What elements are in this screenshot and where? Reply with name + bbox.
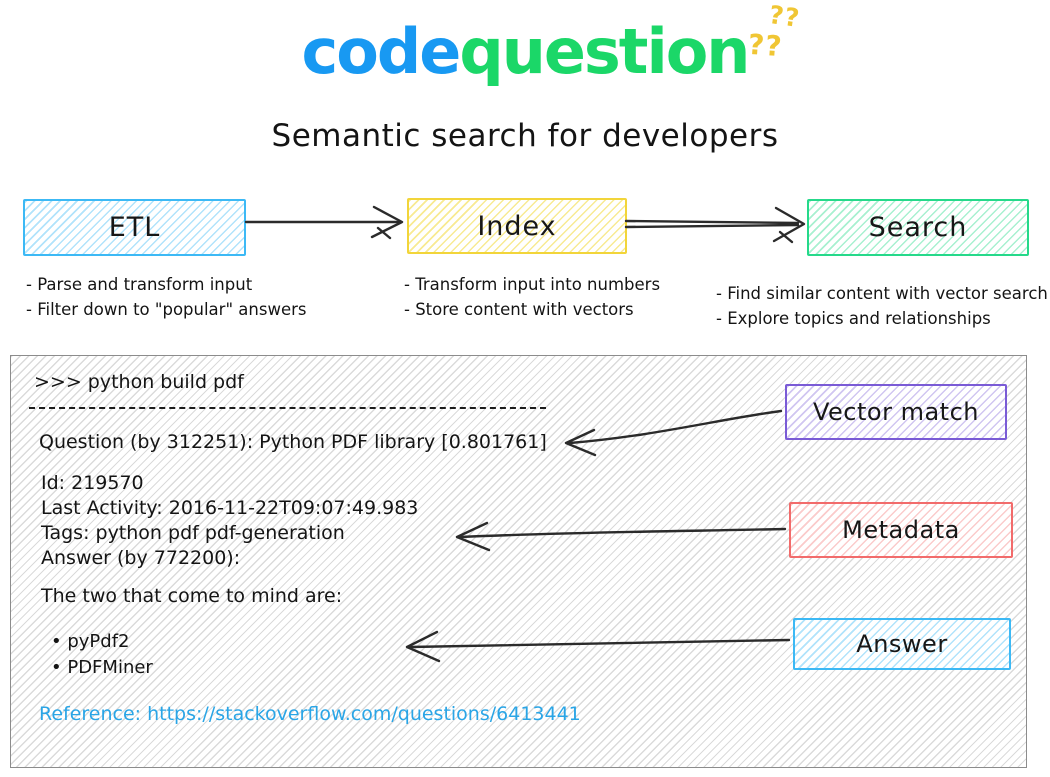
question-marks-icon: ?? xyxy=(767,0,803,34)
answer-item: pyPdf2 xyxy=(51,630,129,654)
index-notes: - Transform input into numbers - Store c… xyxy=(404,272,660,322)
etl-note-line: - Filter down to "popular" answers xyxy=(26,300,307,319)
index-note-line: - Transform input into numbers xyxy=(404,275,661,294)
meta-line-id: Id: 219570 xyxy=(41,472,144,494)
search-note-line: - Explore topics and relationships xyxy=(716,309,991,328)
index-note-line: - Store content with vectors xyxy=(404,300,634,319)
answer-intro: The two that come to mind are: xyxy=(41,585,343,607)
logo: codequestion ?? ?? xyxy=(301,0,803,88)
stage-box-index: Index xyxy=(407,198,627,254)
annotation-answer-label: Answer xyxy=(856,630,948,658)
etl-note-line: - Parse and transform input xyxy=(26,275,253,294)
annotation-vector-match: Vector match xyxy=(785,384,1007,440)
search-notes: - Find similar content with vector searc… xyxy=(716,281,1048,331)
stage-label-index: Index xyxy=(477,210,557,242)
search-note-line: - Find similar content with vector searc… xyxy=(716,284,1048,303)
etl-notes: - Parse and transform input - Filter dow… xyxy=(26,272,306,322)
meta-line-last-activity: Last Activity: 2016-11-22T09:07:49.983 xyxy=(41,497,419,519)
console-panel: >>> python build pdf Question (by 312251… xyxy=(10,355,1027,768)
annotation-answer: Answer xyxy=(793,618,1011,670)
annotation-metadata: Metadata xyxy=(789,502,1013,558)
meta-line-tags: Tags: python pdf pdf-generation xyxy=(41,522,345,544)
stage-label-search: Search xyxy=(868,212,968,243)
answer-item: PDFMiner xyxy=(51,656,152,680)
reference-link[interactable]: Reference: https://stackoverflow.com/que… xyxy=(39,703,581,725)
stage-label-etl: ETL xyxy=(108,212,161,243)
console-prompt: >>> python build pdf xyxy=(34,371,244,393)
meta-line-answer-by: Answer (by 772200): xyxy=(41,547,241,569)
question-marks-icon: ?? xyxy=(746,27,784,64)
stage-box-etl: ETL xyxy=(23,199,246,256)
logo-question-text: question xyxy=(459,15,750,88)
tagline: Semantic search for developers xyxy=(271,118,779,154)
annotation-vector-match-label: Vector match xyxy=(812,398,979,426)
arrow-index-to-search xyxy=(624,219,800,225)
stage-box-search: Search xyxy=(807,199,1029,256)
logo-code-text: code xyxy=(301,15,462,88)
annotation-metadata-label: Metadata xyxy=(842,516,960,544)
console-result-line: Question (by 312251): Python PDF library… xyxy=(39,431,547,453)
header: codequestion ?? ?? xyxy=(0,0,1050,88)
separator-line xyxy=(29,407,546,409)
